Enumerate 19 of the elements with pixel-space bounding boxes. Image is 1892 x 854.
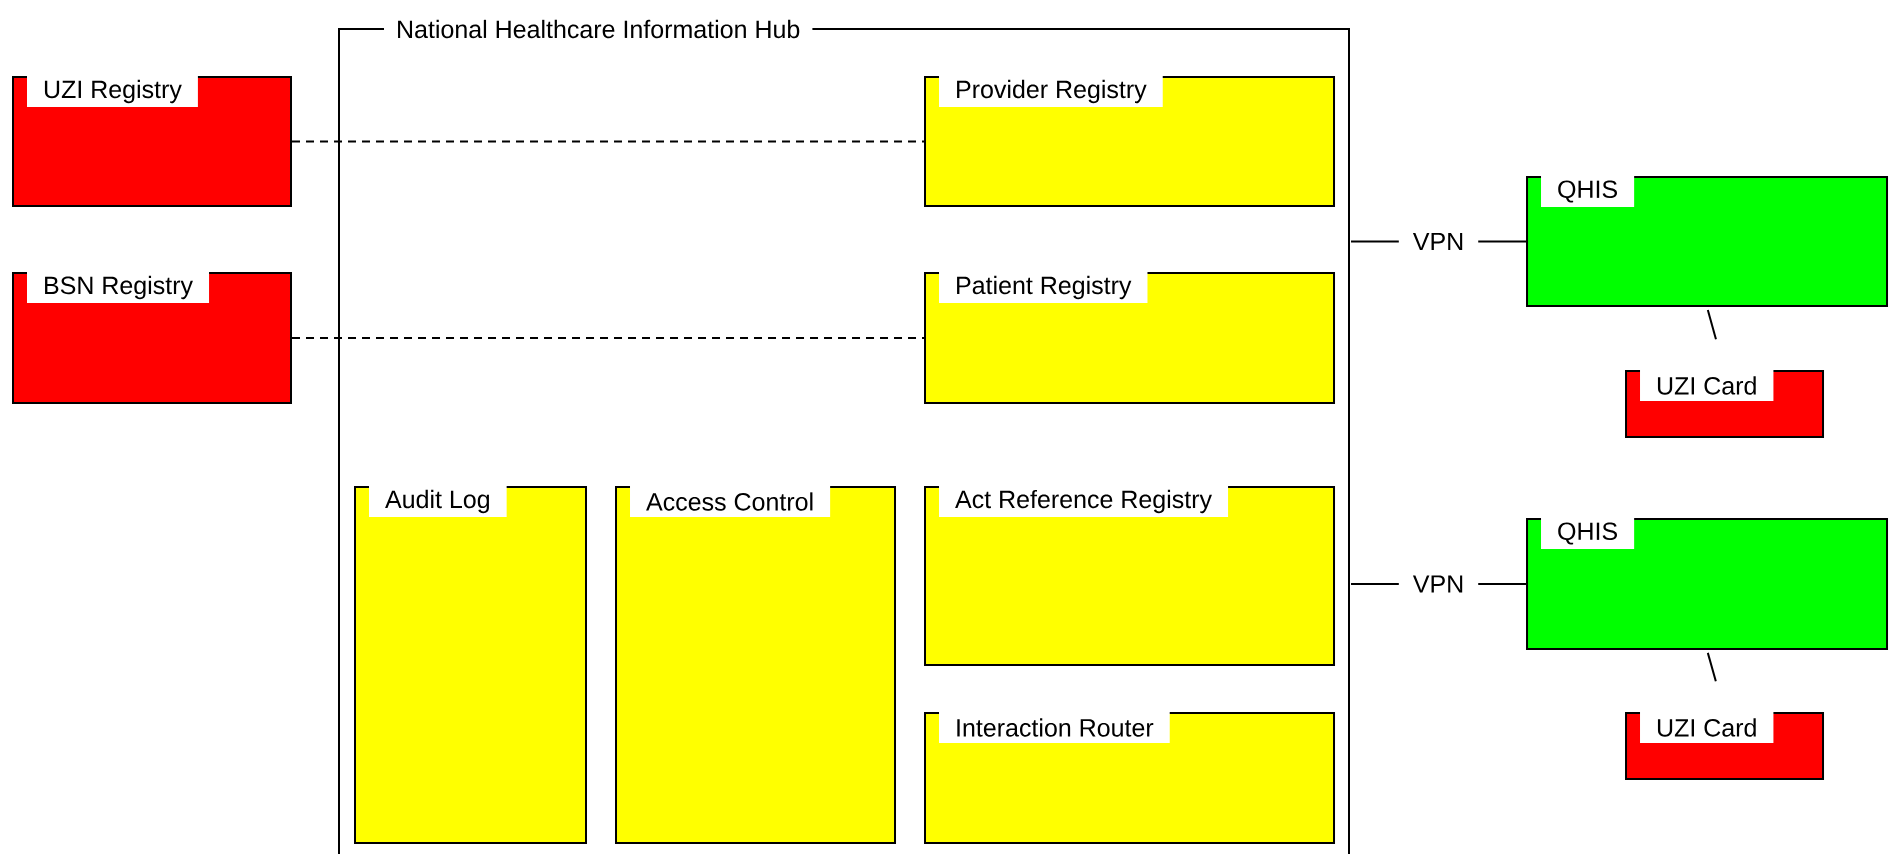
edge-label: VPN	[1398, 572, 1479, 596]
folder-box: UZI Registry	[12, 76, 292, 207]
folder-box: QHIS	[1526, 176, 1888, 307]
connector-line	[1706, 651, 1717, 683]
folder-box: Provider Registry	[924, 76, 1335, 207]
folder-box: UZI Card	[1625, 370, 1824, 438]
folder-box: Audit Log	[354, 486, 587, 844]
folder-box: Interaction Router	[924, 712, 1335, 844]
connector-line	[1706, 308, 1717, 341]
connector-line	[291, 337, 925, 339]
folder-box: QHIS	[1526, 518, 1888, 650]
folder-box: BSN Registry	[12, 272, 292, 404]
node-label: National Healthcare Information Hub	[398, 19, 800, 39]
folder-box: UZI Card	[1625, 712, 1824, 780]
edge-label: VPN	[1398, 229, 1479, 254]
folder-box: Patient Registry	[924, 272, 1335, 404]
folder-box: Access Control	[615, 486, 896, 844]
folder-box: Act Reference Registry	[924, 486, 1335, 666]
connector-line	[291, 140, 925, 143]
